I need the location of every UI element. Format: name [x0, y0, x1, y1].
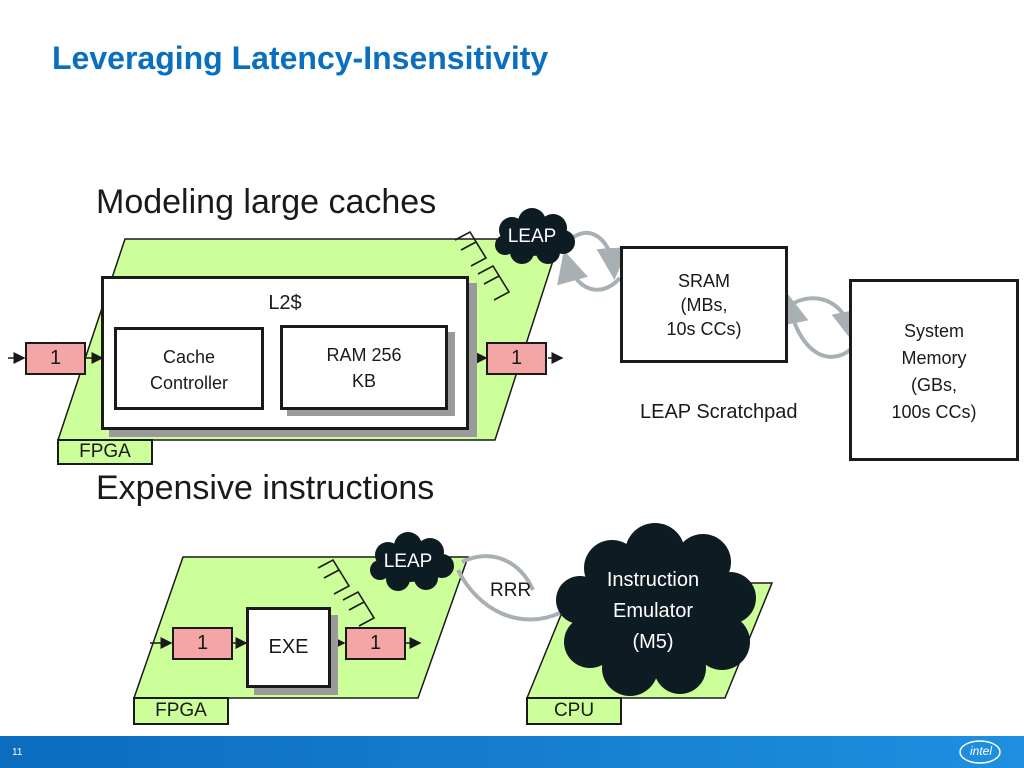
- ram-box: RAM 256 KB: [280, 325, 448, 410]
- output-fifo-top: 1: [486, 342, 547, 375]
- emulator-line-1: Instruction: [606, 569, 700, 591]
- sram-box: SRAM (MBs, 10s CCs): [620, 246, 788, 363]
- intel-logo-ring: [959, 740, 1001, 764]
- sram-line-1: SRAM: [677, 271, 730, 291]
- leap-label-bottom: LEAP: [383, 551, 433, 572]
- section-heading-caches: Modeling large caches: [96, 183, 437, 221]
- leap-sram-arrow: [568, 230, 629, 280]
- emulator-line-3: (M5): [632, 631, 674, 653]
- input-fifo-bottom: 1: [172, 627, 233, 660]
- leap-cloud-bottom: [370, 532, 454, 591]
- sysmem-line-3: (GBs,: [910, 375, 957, 395]
- cache-controller-box: Cache Controller: [114, 327, 264, 410]
- fpga-label-bottom: FPGA: [133, 697, 229, 725]
- sram-leap-arrow: [557, 250, 622, 292]
- sram-line-2: (MBs,: [680, 295, 728, 315]
- memory-sram-arrow: [777, 292, 857, 359]
- leap-cloud-top: [495, 208, 575, 264]
- fifo-connector-icon-bottom: [317, 558, 376, 627]
- fpga-label-top: FPGA: [57, 439, 153, 465]
- emulator-line-2: Emulator: [612, 600, 694, 622]
- emulator-cloud: [556, 523, 756, 696]
- sysmem-line-2: Memory: [901, 348, 967, 368]
- scratchpad-label: LEAP Scratchpad: [640, 401, 798, 423]
- output-fifo-bottom: 1: [345, 627, 406, 660]
- sram-line-3: 10s CCs): [666, 319, 742, 339]
- footer-logo-layer: [959, 740, 1001, 764]
- system-memory-box: System Memory (GBs, 100s CCs): [849, 279, 1019, 461]
- fifo-connector-icon: [454, 230, 511, 301]
- section-heading-instructions: Expensive instructions: [96, 469, 435, 507]
- rrr-label: RRR: [490, 580, 532, 601]
- intel-logo-text: intel: [969, 744, 992, 758]
- leap-label-top: LEAP: [507, 226, 557, 247]
- cpu-label: CPU: [526, 697, 622, 725]
- leap-emulator-arrow: [461, 554, 535, 591]
- exe-box: EXE: [246, 607, 331, 688]
- sysmem-line-4: 100s CCs): [891, 402, 977, 422]
- footer-bar: [0, 736, 1024, 768]
- emulator-text: Instruction Emulator (M5): [590, 565, 716, 658]
- sysmem-line-1: System: [903, 321, 964, 341]
- emulator-leap-arrow: [456, 569, 563, 622]
- page-number: 11: [12, 747, 23, 758]
- slide-title: Leveraging Latency-Insensitivity: [52, 40, 549, 76]
- l2-label: L2$: [268, 292, 302, 314]
- input-fifo-top: 1: [25, 342, 86, 375]
